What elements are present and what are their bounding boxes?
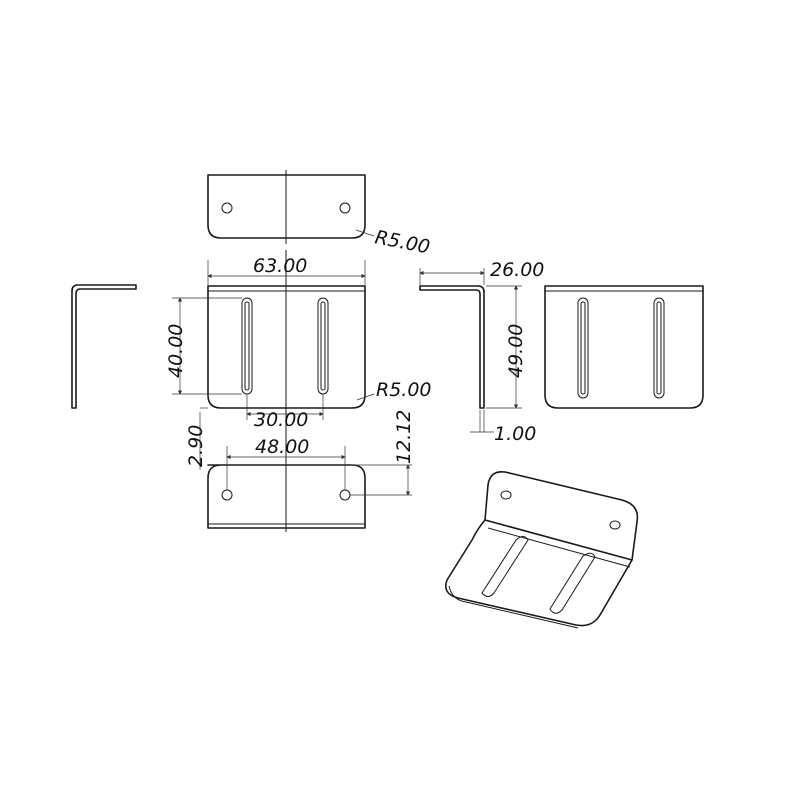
thickness-label: 1.00 — [494, 423, 536, 445]
width-overall-label: 63.00 — [253, 255, 307, 277]
radius-front-label: R5.00 — [376, 379, 432, 401]
top-view: R5.00 — [207, 170, 432, 259]
bottom-view: 48.00 12.12 — [207, 410, 415, 532]
left-profile-view — [71, 284, 137, 409]
thickness-offset-label: 2.90 — [185, 425, 207, 467]
hole-spacing-label: 48.00 — [255, 436, 309, 458]
radius-top-label: R5.00 — [373, 226, 432, 258]
front-view: 63.00 40.00 R5.00 30.00 2.90 — [165, 250, 432, 470]
right-front-view — [544, 285, 704, 409]
right-profile-view: 26.00 49.00 1.00 — [419, 259, 544, 445]
slot-spacing-label: 30.00 — [254, 409, 308, 431]
side-height-label: 49.00 — [505, 324, 527, 378]
height-slot-span-label: 40.00 — [165, 324, 187, 378]
isometric-view — [445, 470, 639, 629]
flange-depth-label: 26.00 — [490, 259, 544, 281]
hole-height-label: 12.12 — [393, 410, 415, 464]
